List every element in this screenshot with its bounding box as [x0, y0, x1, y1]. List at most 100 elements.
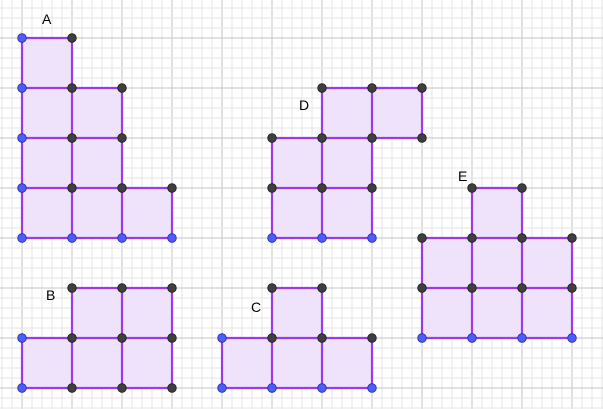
vertex-point-dark[interactable] [117, 283, 127, 293]
vertex-point-dark[interactable] [417, 133, 427, 143]
vertex-point-blue[interactable] [67, 233, 77, 243]
vertex-point-dark[interactable] [267, 333, 277, 343]
shape-label-b: B [46, 287, 55, 303]
shape-c-cell [322, 338, 372, 388]
vertex-point-dark[interactable] [167, 283, 177, 293]
shape-e-cell [472, 288, 522, 338]
vertex-point-dark[interactable] [67, 333, 77, 343]
shape-a-cells [22, 38, 172, 238]
shape-c-cell [272, 288, 322, 338]
vertex-point-dark[interactable] [317, 83, 327, 93]
vertex-point-dark[interactable] [67, 283, 77, 293]
shape-c[interactable]: C [217, 283, 377, 393]
shape-b-cell [122, 288, 172, 338]
vertex-point-dark[interactable] [267, 283, 277, 293]
shape-e[interactable]: E [417, 168, 577, 343]
shape-d-cells [272, 88, 422, 238]
vertex-point-dark[interactable] [267, 133, 277, 143]
vertex-point-blue[interactable] [17, 233, 27, 243]
vertex-point-dark[interactable] [517, 233, 527, 243]
shape-label-d: D [299, 97, 309, 113]
vertex-point-blue[interactable] [417, 333, 427, 343]
vertex-point-blue[interactable] [567, 333, 577, 343]
vertex-point-dark[interactable] [367, 333, 377, 343]
shape-e-cell [422, 238, 472, 288]
shape-b-cell [72, 338, 122, 388]
vertex-point-blue[interactable] [17, 133, 27, 143]
shape-e-edges [420, 186, 574, 340]
shape-a-cell [72, 138, 122, 188]
vertex-point-dark[interactable] [67, 133, 77, 143]
vertex-point-blue[interactable] [17, 183, 27, 193]
vertex-point-dark[interactable] [167, 333, 177, 343]
vertex-point-blue[interactable] [217, 383, 227, 393]
vertex-point-dark[interactable] [417, 233, 427, 243]
vertex-point-dark[interactable] [67, 383, 77, 393]
vertex-point-dark[interactable] [567, 283, 577, 293]
shape-d-cell [272, 138, 322, 188]
vertex-point-dark[interactable] [467, 183, 477, 193]
vertex-point-dark[interactable] [417, 283, 427, 293]
vertex-point-dark[interactable] [317, 283, 327, 293]
vertex-point-dark[interactable] [517, 183, 527, 193]
vertex-point-dark[interactable] [167, 183, 177, 193]
shape-b[interactable]: B [17, 283, 177, 393]
shape-a[interactable]: A [17, 11, 177, 243]
vertex-point-dark[interactable] [167, 383, 177, 393]
vertex-point-dark[interactable] [367, 83, 377, 93]
vertex-point-blue[interactable] [317, 383, 327, 393]
shape-d-cell [272, 188, 322, 238]
vertex-point-blue[interactable] [267, 233, 277, 243]
shape-label-e: E [458, 168, 467, 184]
shape-a-cell [22, 138, 72, 188]
vertex-point-blue[interactable] [367, 383, 377, 393]
shape-b-edges [20, 286, 174, 390]
vertex-point-blue[interactable] [17, 333, 27, 343]
vertex-point-blue[interactable] [267, 383, 277, 393]
vertex-point-dark[interactable] [367, 133, 377, 143]
vertex-point-dark[interactable] [117, 83, 127, 93]
vertex-point-dark[interactable] [117, 333, 127, 343]
vertex-point-dark[interactable] [467, 283, 477, 293]
vertex-point-blue[interactable] [167, 233, 177, 243]
shape-b-cells [22, 288, 172, 388]
vertex-point-dark[interactable] [567, 233, 577, 243]
vertex-point-dark[interactable] [267, 183, 277, 193]
vertex-point-dark[interactable] [317, 183, 327, 193]
shape-e-cells [422, 188, 572, 338]
vertex-point-dark[interactable] [317, 133, 327, 143]
vertex-point-blue[interactable] [217, 333, 227, 343]
vertex-point-dark[interactable] [117, 183, 127, 193]
vertex-point-blue[interactable] [17, 383, 27, 393]
shape-e-cell [472, 188, 522, 238]
vertex-point-dark[interactable] [467, 233, 477, 243]
shape-d-cell [372, 88, 422, 138]
vertex-point-dark[interactable] [367, 183, 377, 193]
shape-d[interactable]: D [267, 83, 427, 243]
shape-d-cell [322, 88, 372, 138]
vertex-point-blue[interactable] [17, 83, 27, 93]
shape-a-cell [22, 88, 72, 138]
shape-c-cell [272, 338, 322, 388]
shape-a-cell [22, 38, 72, 88]
vertex-point-dark[interactable] [317, 333, 327, 343]
vertex-point-blue[interactable] [517, 333, 527, 343]
vertex-point-dark[interactable] [517, 283, 527, 293]
shape-b-cell [22, 338, 72, 388]
vertex-point-dark[interactable] [67, 183, 77, 193]
shape-d-cell [322, 138, 372, 188]
vertex-point-dark[interactable] [67, 83, 77, 93]
vertex-point-blue[interactable] [117, 233, 127, 243]
vertex-point-dark[interactable] [117, 133, 127, 143]
shape-c-cells [222, 288, 372, 388]
vertex-point-blue[interactable] [17, 33, 27, 43]
vertex-point-dark[interactable] [117, 383, 127, 393]
vertex-point-blue[interactable] [467, 333, 477, 343]
shape-b-cell [122, 338, 172, 388]
vertex-point-blue[interactable] [317, 233, 327, 243]
vertex-point-dark[interactable] [67, 33, 77, 43]
vertex-point-blue[interactable] [367, 233, 377, 243]
shape-e-cell [472, 238, 522, 288]
vertex-point-dark[interactable] [417, 83, 427, 93]
